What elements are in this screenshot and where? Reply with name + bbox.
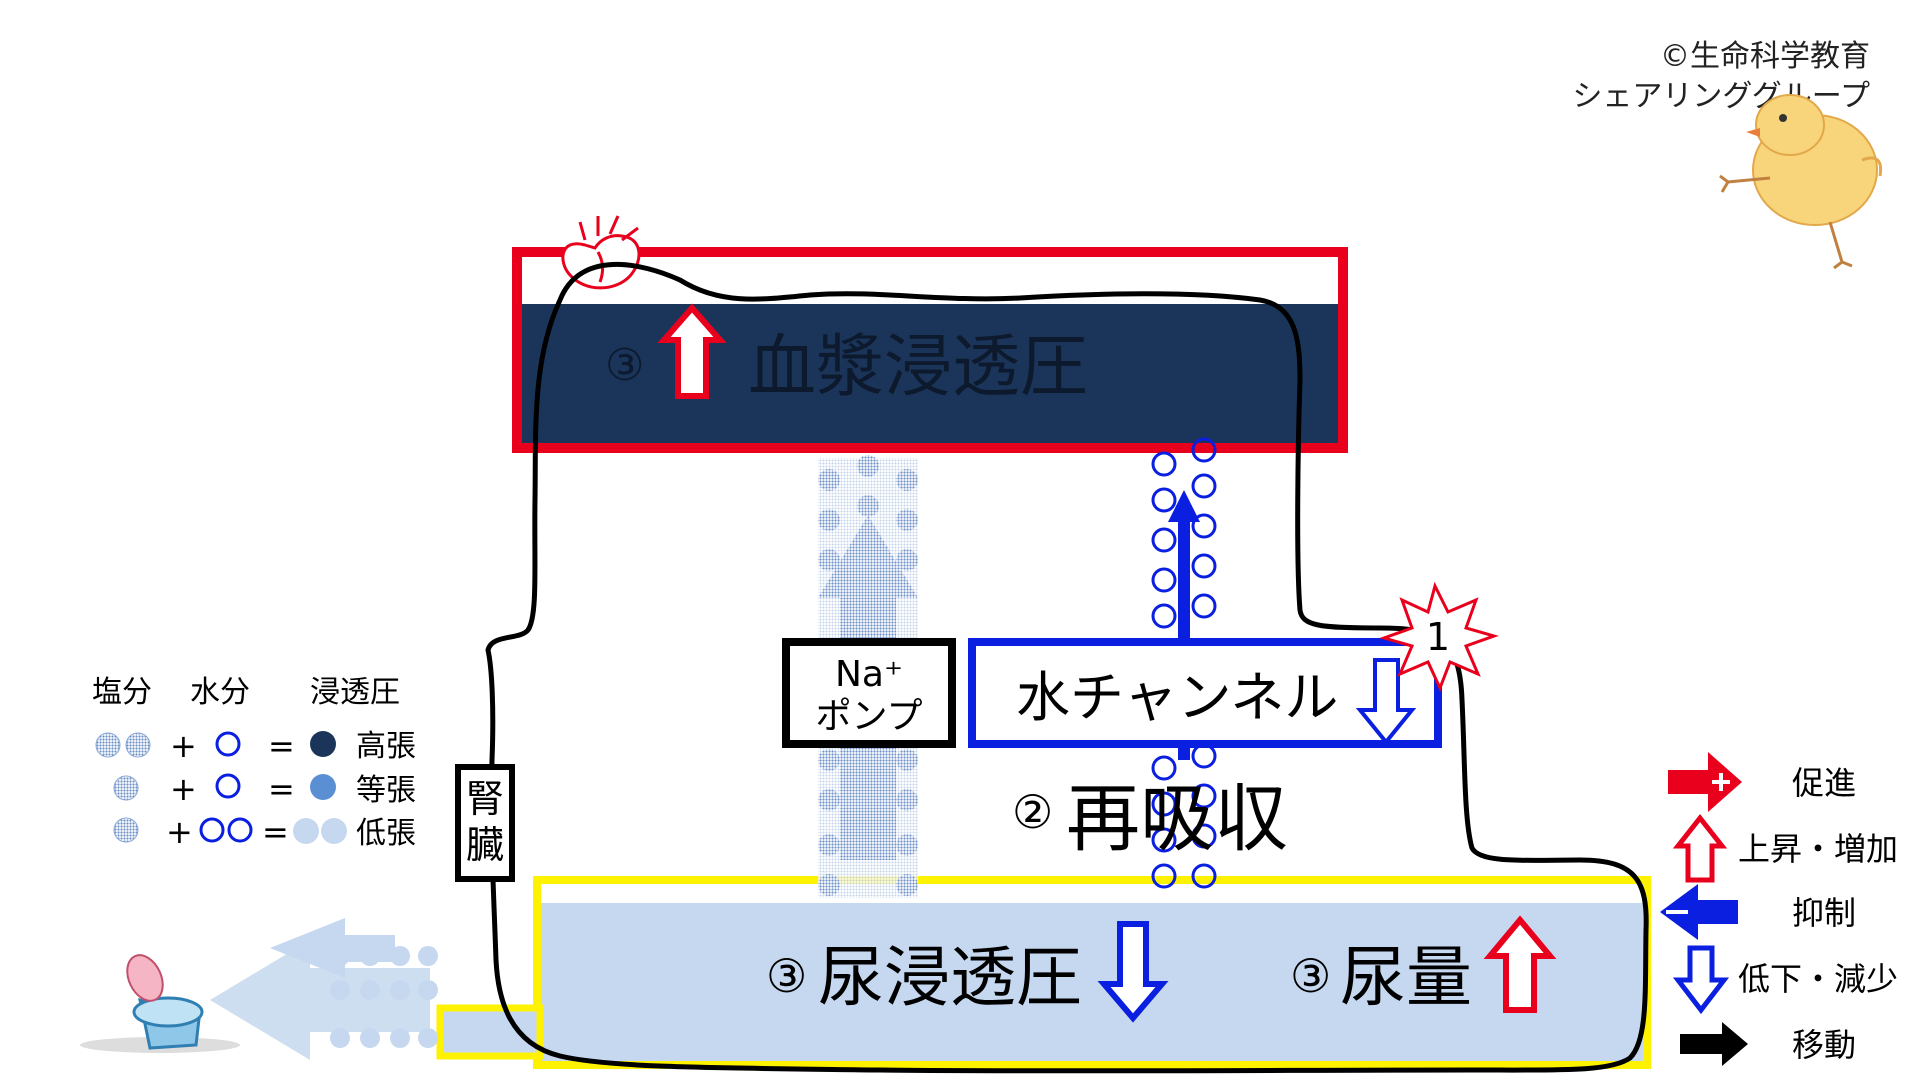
- kidney-label-box: [455, 764, 515, 882]
- legend-row1-eq: =: [268, 727, 295, 765]
- legend-rise-label: 上昇・増加: [1738, 830, 1898, 868]
- na-pump-line2: ポンプ: [816, 696, 923, 737]
- legend-row1-plus: +: [170, 727, 197, 765]
- water-channel-label: 水チャンネル: [1016, 666, 1338, 729]
- urine-fill: [539, 903, 1643, 1063]
- osmolarity-legend: 塩分 水分 浸透圧 + = 高張 + = 等張 + = 低張: [92, 675, 416, 851]
- urine-vol-num: ③: [1290, 949, 1331, 1003]
- toilet-icon: [80, 954, 240, 1053]
- plasma-label: 血漿浸透圧: [748, 328, 1088, 407]
- event-starburst-icon: 1: [1379, 581, 1499, 692]
- salt-dot-icon: [125, 732, 151, 758]
- urine-osm-num: ③: [766, 949, 807, 1003]
- kidney-label-char1: 腎: [466, 777, 504, 821]
- legend-move-label: 移動: [1792, 1026, 1856, 1064]
- hypotonic-dot-icon: [321, 818, 347, 844]
- legend-row3-plus: +: [166, 813, 193, 851]
- red-up-outline-arrow-icon: [1672, 813, 1728, 883]
- water-reabsorption-flow: [1151, 437, 1217, 889]
- legend-promote-label: 促進: [1792, 764, 1856, 802]
- reabsorption-num: ②: [1012, 785, 1053, 839]
- urine-osm-down-arrow-icon: [1097, 921, 1169, 1023]
- water-circle-icon: [227, 817, 253, 843]
- legend-header-osmo: 浸透圧: [310, 675, 400, 710]
- red-plus-arrow-icon: [1668, 752, 1742, 812]
- legend-row3-eq: =: [262, 813, 289, 851]
- plasma-fill: [517, 304, 1343, 446]
- legend-inhibit-label: 抑制: [1792, 894, 1856, 932]
- black-arrow-icon: [1680, 1022, 1748, 1066]
- na-pump-line1: Na⁺: [835, 654, 903, 695]
- blue-down-outline-arrow-icon: [1672, 945, 1730, 1015]
- arrow-legend: 促進 上昇・増加 抑制 低下・減少 移動: [1660, 752, 1898, 1066]
- event-number: 1: [1426, 615, 1450, 659]
- hypotonic-dot-icon: [293, 818, 319, 844]
- legend-row1-label: 高張: [356, 729, 416, 764]
- hypertonic-dot-icon: [310, 731, 336, 757]
- isotonic-dot-icon: [310, 774, 336, 800]
- urine-vol-label: 尿量: [1340, 939, 1472, 1016]
- water-circle-icon: [199, 817, 225, 843]
- water-up-arrow-icon: [1168, 490, 1200, 760]
- legend-row2-plus: +: [170, 770, 197, 808]
- urine-osm-label: 尿浸透圧: [818, 939, 1082, 1016]
- urine-excretion-flow: [210, 918, 438, 1060]
- legend-decrease-label: 低下・減少: [1738, 960, 1898, 998]
- legend-header-salt: 塩分: [92, 675, 152, 710]
- water-circle-icon: [215, 731, 241, 757]
- kidney-label-char2: 臓: [466, 823, 504, 867]
- chick-mascot-icon: [1719, 94, 1883, 270]
- water-channel-down-arrow-icon: [1355, 658, 1417, 746]
- urine-outlet: [436, 1004, 544, 1060]
- copyright-line1: ©生命科学教育: [1660, 39, 1870, 74]
- legend-row2-eq: =: [268, 770, 295, 808]
- salt-dot-icon: [95, 732, 121, 758]
- urine-vol-up-arrow-icon: [1483, 915, 1557, 1013]
- copyright-line2: シェアリンググループ: [1572, 79, 1870, 114]
- plasma-up-arrow-icon: [657, 303, 727, 399]
- blue-minus-arrow-icon: [1660, 884, 1738, 940]
- water-circle-icon: [215, 773, 241, 799]
- legend-header-water: 水分: [190, 675, 250, 710]
- kidney-outline: [485, 261, 1649, 1074]
- na-pump-box[interactable]: [782, 638, 956, 748]
- salt-dot-icon: [113, 817, 139, 843]
- plasma-num: ③: [605, 340, 644, 391]
- plasma-box: [512, 247, 1348, 453]
- water-channel-box[interactable]: [968, 638, 1442, 748]
- reabsorption-label: 再吸収: [1066, 776, 1288, 862]
- legend-row3-label: 低張: [356, 816, 416, 851]
- legend-row2-label: 等張: [356, 773, 416, 808]
- salt-dot-icon: [113, 775, 139, 801]
